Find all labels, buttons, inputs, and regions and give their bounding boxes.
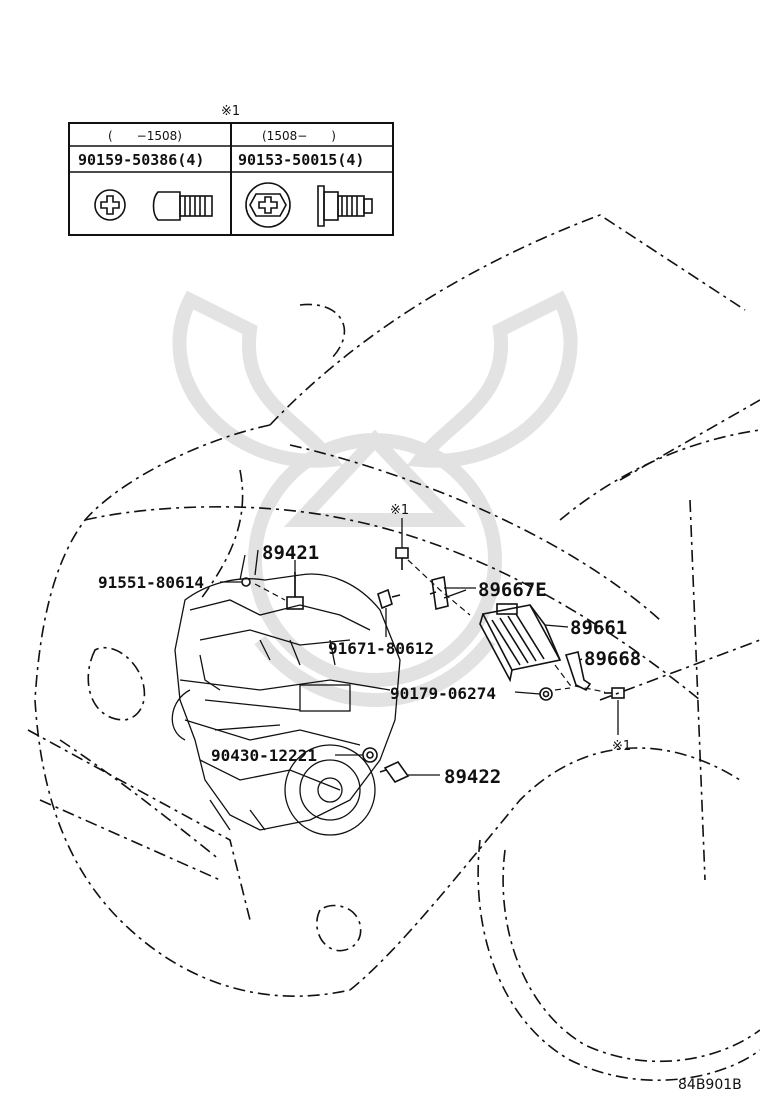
phillips-flange-head-screw-icon <box>245 182 291 228</box>
engine-assembly <box>171 549 401 836</box>
callout-90179-06274: 90179-06274 <box>390 684 496 703</box>
callout-89422: 89422 <box>444 766 501 788</box>
callout-89661: 89661 <box>570 617 627 639</box>
dashed-assembly-lines <box>254 559 606 693</box>
pan-screw-side-icon <box>152 191 213 221</box>
nut-90179-06274 <box>539 687 553 701</box>
fastener-table: ※1 ( −1508) (1508− ) 90159-50386(4) 9015… <box>68 104 394 236</box>
ecu-module-89661 <box>479 603 562 683</box>
flange-screw-side-icon <box>317 185 373 227</box>
screw-bottom-note <box>604 687 625 699</box>
callout-91551-80614: 91551-80614 <box>98 573 204 592</box>
callout-91671-80612: 91671-80612 <box>328 639 434 658</box>
callout-89668: 89668 <box>584 648 641 670</box>
bracket-89668 <box>564 651 592 692</box>
callout-89421: 89421 <box>262 542 319 564</box>
note-mark-bottom: ※1 <box>612 739 631 754</box>
callout-90430-12221: 90430-12221 <box>211 746 317 765</box>
callout-89667E: 89667E <box>478 579 547 601</box>
diagram-code: 84B901B <box>678 1077 742 1093</box>
washer-90430-12221 <box>362 747 378 763</box>
bolt-91671-80612 <box>377 588 401 610</box>
screw-top-note <box>395 547 409 570</box>
sensor-89422 <box>379 760 410 784</box>
watermark-logo <box>172 290 578 707</box>
range-label-after-1508: (1508− ) <box>262 129 336 143</box>
table-note-mark: ※1 <box>221 104 240 119</box>
phillips-pan-head-screw-icon <box>94 189 126 221</box>
part-number-90153-50015: 90153-50015(4) <box>238 151 364 169</box>
note-mark-top: ※1 <box>390 503 409 518</box>
part-number-90159-50386: 90159-50386(4) <box>78 151 204 169</box>
range-label-before-1508: ( −1508) <box>108 129 182 143</box>
leader-lines <box>220 518 619 776</box>
vehicle-outline <box>27 214 760 1082</box>
bracket-89667E <box>429 576 449 610</box>
